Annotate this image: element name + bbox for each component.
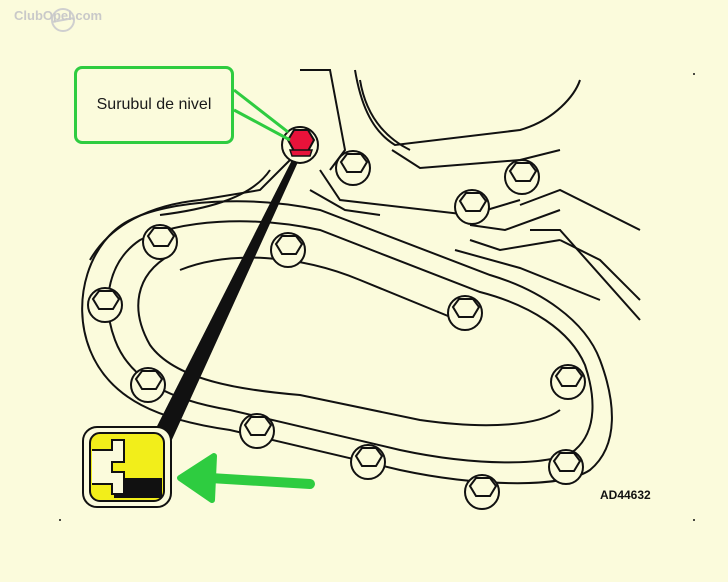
bolt-12 [454, 189, 490, 225]
axle-housing [89, 69, 641, 321]
callout-leader [233, 88, 291, 142]
pointer-arrow-icon [177, 453, 315, 503]
figure-code: AD44632 [600, 488, 651, 502]
inset-pointer-wedge [150, 160, 298, 444]
corner-marks [59, 73, 695, 521]
callout-label: Surubul de nivel [96, 96, 212, 113]
bolt-6 [550, 364, 586, 400]
bolt-9 [548, 449, 584, 485]
cover-bolts [87, 150, 586, 510]
bolt-4 [447, 295, 483, 331]
watermark-text: ClubOpel.com [14, 8, 103, 23]
bolt-10 [464, 474, 500, 510]
brand-logo-icon [51, 8, 75, 32]
bolt-1 [142, 224, 178, 260]
level-plug-inset-icon [82, 426, 172, 508]
bolt-8 [350, 444, 386, 480]
fill-plug-highlight-icon [281, 126, 319, 164]
bolt-13 [504, 159, 540, 195]
bolt-7 [239, 413, 275, 449]
bolt-2 [270, 232, 306, 268]
bolt-11 [335, 150, 371, 186]
bolt-3 [87, 287, 123, 323]
bolt-5 [130, 367, 166, 403]
level-plug-callout: Surubul de nivel [74, 66, 234, 144]
